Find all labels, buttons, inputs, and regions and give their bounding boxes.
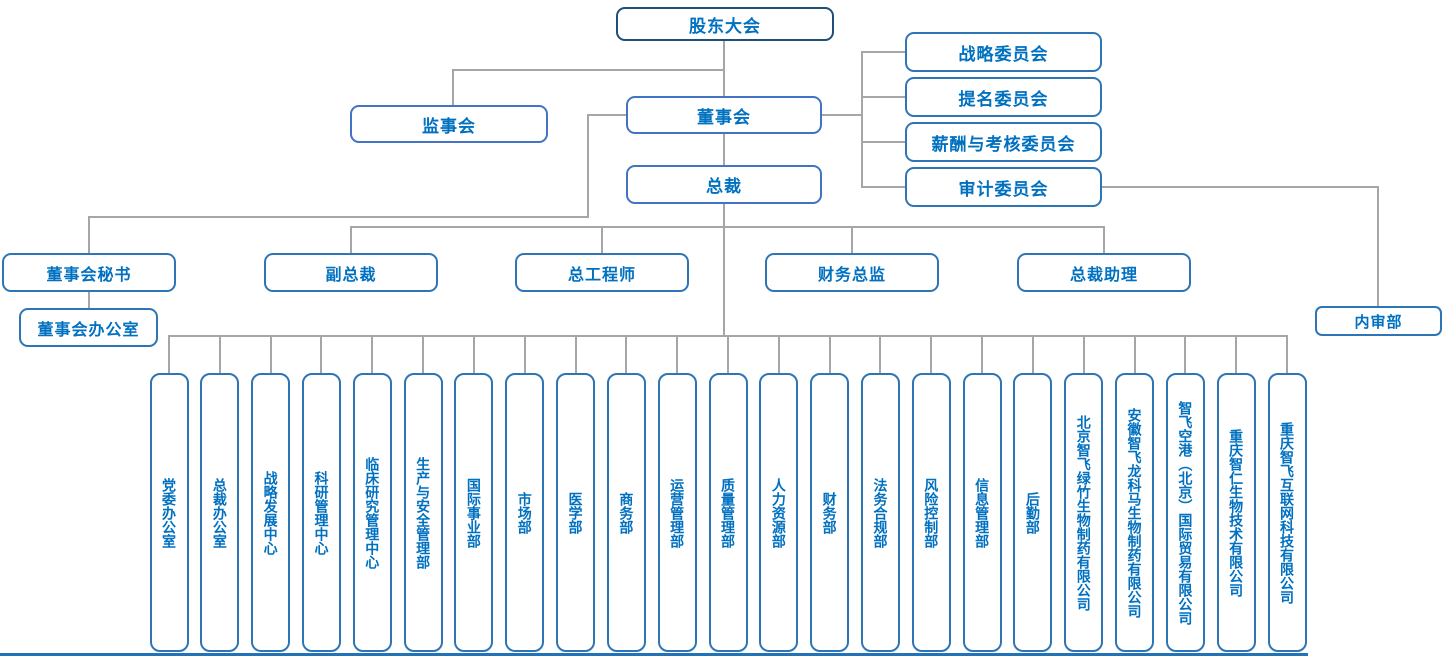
connector-line bbox=[574, 335, 577, 373]
department-item: 智飞空港（北京）国际贸易有限公司 bbox=[1165, 373, 1205, 652]
connector-line bbox=[88, 216, 90, 253]
department-item: 人力资源部 bbox=[759, 373, 799, 652]
connector-line bbox=[625, 335, 628, 373]
connector-line bbox=[168, 335, 170, 373]
department-item: 总裁办公室 bbox=[200, 373, 240, 652]
department-item: 战略发展中心 bbox=[251, 373, 291, 652]
node-board-office: 董事会办公室 bbox=[19, 308, 158, 347]
connector-line bbox=[861, 96, 905, 98]
department-item: 科研管理中心 bbox=[301, 373, 341, 652]
connector-line bbox=[218, 335, 221, 373]
connector-line bbox=[723, 204, 725, 337]
connector-line bbox=[422, 335, 425, 373]
connector-line bbox=[601, 226, 603, 253]
connector-line bbox=[676, 335, 679, 373]
department-item: 信息管理部 bbox=[962, 373, 1002, 652]
department-item: 质量管理部 bbox=[708, 373, 748, 652]
committee-item: 提名委员会 bbox=[905, 77, 1102, 117]
connector-line bbox=[1184, 335, 1187, 373]
department-item: 安徽智飞龙科马生物制药有限公司 bbox=[1115, 373, 1155, 652]
connector-line bbox=[822, 114, 863, 116]
bottom-accent-line bbox=[0, 653, 1308, 656]
department-item: 商务部 bbox=[606, 373, 646, 652]
connector-line bbox=[523, 335, 526, 373]
connector-line bbox=[723, 134, 725, 165]
department-item: 北京智飞绿竹生物制药有限公司 bbox=[1064, 373, 1104, 652]
department-item: 市场部 bbox=[505, 373, 545, 652]
connector-line bbox=[269, 335, 272, 373]
connector-line bbox=[452, 69, 454, 105]
connector-line bbox=[587, 114, 626, 116]
connector-line bbox=[861, 186, 905, 188]
connector-line bbox=[727, 335, 729, 373]
committee-item: 战略委员会 bbox=[905, 32, 1102, 72]
node-internal-audit-dept: 内审部 bbox=[1315, 306, 1442, 336]
connector-line bbox=[851, 226, 853, 253]
connector-line bbox=[350, 226, 352, 253]
connector-line bbox=[1103, 226, 1105, 253]
department-item: 重庆智飞互联网科技有限公司 bbox=[1267, 373, 1307, 652]
department-item: 临床研究管理中心 bbox=[352, 373, 392, 652]
connector-line bbox=[1082, 335, 1085, 373]
connector-line bbox=[861, 51, 863, 188]
connector-line bbox=[861, 141, 905, 143]
department-item: 运营管理部 bbox=[657, 373, 697, 652]
department-item: 重庆智仁生物技术有限公司 bbox=[1216, 373, 1256, 652]
department-item: 医学部 bbox=[556, 373, 596, 652]
committee-item: 薪酬与考核委员会 bbox=[905, 122, 1102, 162]
connector-line bbox=[1031, 335, 1034, 373]
executive-item: 董事会秘书 bbox=[2, 253, 176, 292]
connector-line bbox=[88, 292, 90, 308]
connector-line bbox=[1377, 186, 1379, 306]
node-president: 总裁 bbox=[626, 165, 822, 204]
node-board-of-directors: 董事会 bbox=[626, 96, 822, 134]
department-item: 法务合规部 bbox=[860, 373, 900, 652]
executive-item: 总工程师 bbox=[515, 253, 689, 292]
executive-item: 总裁助理 bbox=[1017, 253, 1191, 292]
department-item: 国际事业部 bbox=[454, 373, 494, 652]
executive-item: 财务总监 bbox=[765, 253, 939, 292]
connector-line bbox=[472, 335, 475, 373]
department-item: 财务部 bbox=[810, 373, 850, 652]
connector-line bbox=[861, 51, 905, 53]
department-item: 后勤部 bbox=[1013, 373, 1053, 652]
connector-line bbox=[350, 226, 1105, 228]
committee-item: 审计委员会 bbox=[905, 167, 1102, 207]
node-shareholders-meeting: 股东大会 bbox=[616, 7, 834, 41]
connector-line bbox=[452, 69, 725, 71]
executive-item: 副总裁 bbox=[264, 253, 438, 292]
connector-line bbox=[1102, 186, 1379, 188]
department-item: 风险控制部 bbox=[911, 373, 951, 652]
connector-line bbox=[777, 335, 780, 373]
connector-line bbox=[828, 335, 831, 373]
connector-line bbox=[981, 335, 984, 373]
connector-line bbox=[88, 216, 589, 218]
connector-line bbox=[1286, 335, 1288, 373]
connector-line bbox=[879, 335, 882, 373]
department-item: 党委办公室 bbox=[149, 373, 189, 652]
connector-line bbox=[930, 335, 933, 373]
department-item: 生产与安全管理部 bbox=[403, 373, 443, 652]
connector-line bbox=[320, 335, 323, 373]
node-supervisory-board: 监事会 bbox=[350, 105, 548, 143]
connector-line bbox=[587, 114, 589, 218]
connector-line bbox=[1133, 335, 1136, 373]
connector-line bbox=[1235, 335, 1238, 373]
connector-line bbox=[371, 335, 374, 373]
